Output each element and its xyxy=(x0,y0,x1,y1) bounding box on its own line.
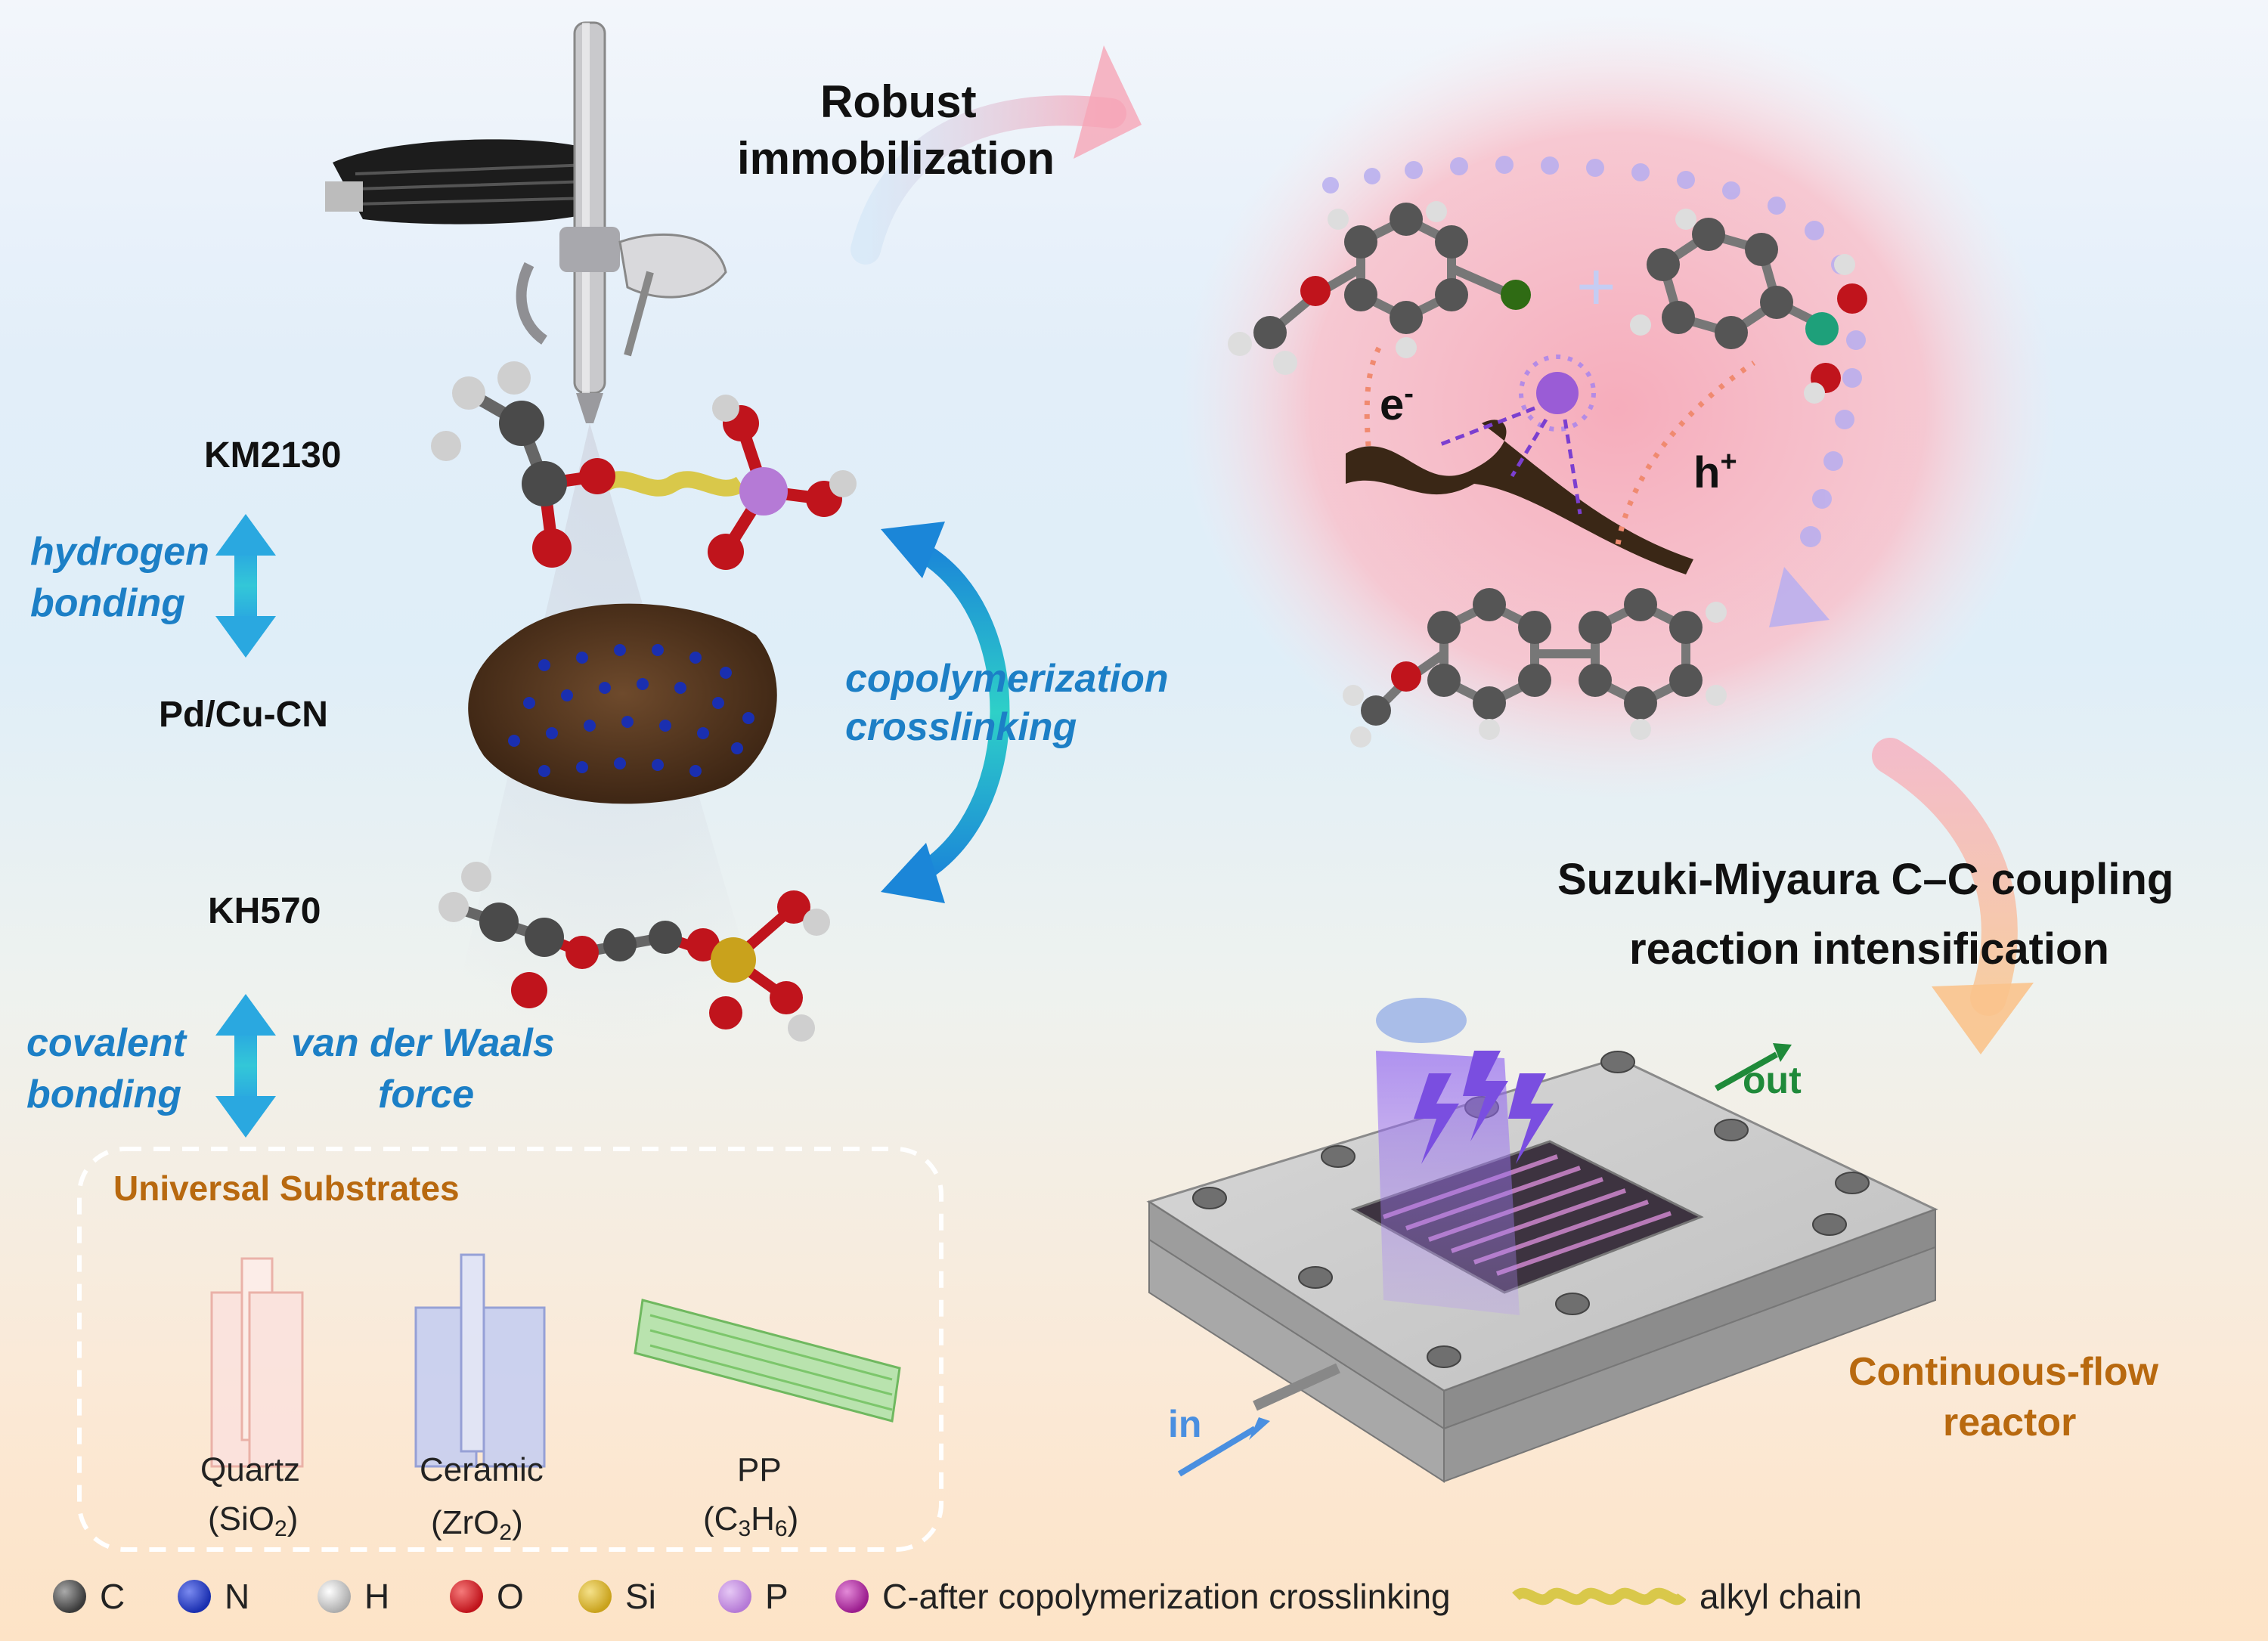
cov-label-line1: covalent xyxy=(26,1021,186,1065)
ceramic-name: Ceramic xyxy=(420,1451,544,1488)
legend-item-h: H xyxy=(318,1574,389,1619)
robust-arrow-head xyxy=(1074,45,1142,159)
pp-name: PP xyxy=(737,1451,782,1488)
electron-label: e- xyxy=(1380,378,1414,429)
legend-swatch-h xyxy=(318,1580,351,1613)
legend-swatch-alkyl-chain xyxy=(1512,1587,1686,1605)
legend-swatch-c-crosslinked xyxy=(835,1580,869,1613)
excitation-arrows xyxy=(1436,406,1582,515)
hb-label-line1: hydrogen xyxy=(30,530,209,574)
plus-sign: + xyxy=(1576,249,1616,325)
ceramic-formula: (ZrO2) xyxy=(431,1504,523,1545)
km2130-molecule xyxy=(431,361,857,570)
reactor xyxy=(1146,1051,1938,1483)
legend-item-c-crosslinked: C-after copolymerization crosslinking xyxy=(835,1574,1451,1619)
vdw-label-line1: van der Waals xyxy=(291,1021,555,1065)
suzuki-arrow xyxy=(1872,738,2018,1016)
legend-item-p: P xyxy=(718,1574,789,1619)
legend-swatch-p xyxy=(718,1580,751,1613)
out-arrow xyxy=(1715,1051,1778,1091)
pdcu-label: Pd/Cu-CN xyxy=(159,695,328,735)
quartz-shape xyxy=(210,1257,304,1468)
substrates-title: Universal Substrates xyxy=(113,1169,460,1208)
robust-title-line2: immobilization xyxy=(737,133,1055,184)
reactor-title-line1: Continuous-flow xyxy=(1848,1350,2159,1394)
anisole-halide-atoms xyxy=(1228,201,1531,375)
kh570-label: KH570 xyxy=(208,891,321,931)
cov-double-arrow xyxy=(215,994,276,1138)
reaction-glow xyxy=(1179,15,2056,801)
light-bolts xyxy=(1414,1051,1554,1164)
km2130-label: KM2130 xyxy=(204,435,342,475)
kh570-molecule xyxy=(438,862,830,1042)
copoly-arrow xyxy=(909,539,1010,886)
phenylboronic-acid-atoms xyxy=(1630,209,1867,404)
spray-gun xyxy=(325,21,727,423)
nozzle xyxy=(576,393,603,423)
pdcu-particle xyxy=(468,603,777,804)
legend-item-c: C xyxy=(53,1574,125,1619)
photon-source xyxy=(1536,372,1579,414)
robust-title-line1: Robust xyxy=(820,76,977,127)
legend-swatch-c xyxy=(53,1580,86,1613)
cov-label-line2: bonding xyxy=(26,1073,182,1116)
legend-swatch-n xyxy=(178,1580,211,1613)
quartz-name: Quartz xyxy=(200,1451,301,1488)
hole-label: h+ xyxy=(1693,446,1737,497)
legend-swatch-si xyxy=(578,1580,612,1613)
hb-double-arrow xyxy=(215,514,276,658)
dotted-arc-head xyxy=(1769,567,1830,627)
legend-item-alkyl-chain: alkyl chain xyxy=(1512,1574,1862,1619)
suzuki-arrow-head xyxy=(1932,983,2034,1054)
robust-arrow xyxy=(850,95,1126,265)
copoly-label-line2: crosslinking xyxy=(845,705,1077,749)
cn-sheet-ribbon xyxy=(1346,420,1693,574)
pp-shape xyxy=(634,1299,901,1423)
ceramic-shape xyxy=(414,1253,546,1468)
in-arrow xyxy=(1177,1426,1257,1477)
reactor-title-line2: reactor xyxy=(1943,1401,2077,1444)
substrates-box xyxy=(77,1147,943,1552)
in-label: in xyxy=(1168,1403,1202,1445)
pp-formula: (C3H6) xyxy=(703,1500,799,1541)
quartz-formula: (SiO2) xyxy=(208,1500,299,1541)
suzuki-line1: Suzuki-Miyaura C–C coupling xyxy=(1557,855,2174,904)
charge-arrows xyxy=(1364,339,1755,545)
copoly-arrow-head-bottom xyxy=(881,843,945,903)
hb-label-line2: bonding xyxy=(30,581,186,625)
out-label: out xyxy=(1743,1059,1802,1101)
vdw-label-line2: force xyxy=(378,1073,475,1116)
reactor-bolts xyxy=(1192,1051,1870,1368)
legend-item-n: N xyxy=(178,1574,249,1619)
legend-item-o: O xyxy=(450,1574,524,1619)
cn-network xyxy=(508,644,754,777)
copoly-arrow-head-top xyxy=(881,522,945,578)
biphenyl-atoms xyxy=(1343,588,1727,748)
legend-swatch-o xyxy=(450,1580,483,1613)
copoly-label-line1: copolymerization xyxy=(845,657,1169,701)
legend-item-si: Si xyxy=(578,1574,656,1619)
lamp xyxy=(1376,998,1467,1043)
suzuki-line2: reaction intensification xyxy=(1629,924,2109,974)
